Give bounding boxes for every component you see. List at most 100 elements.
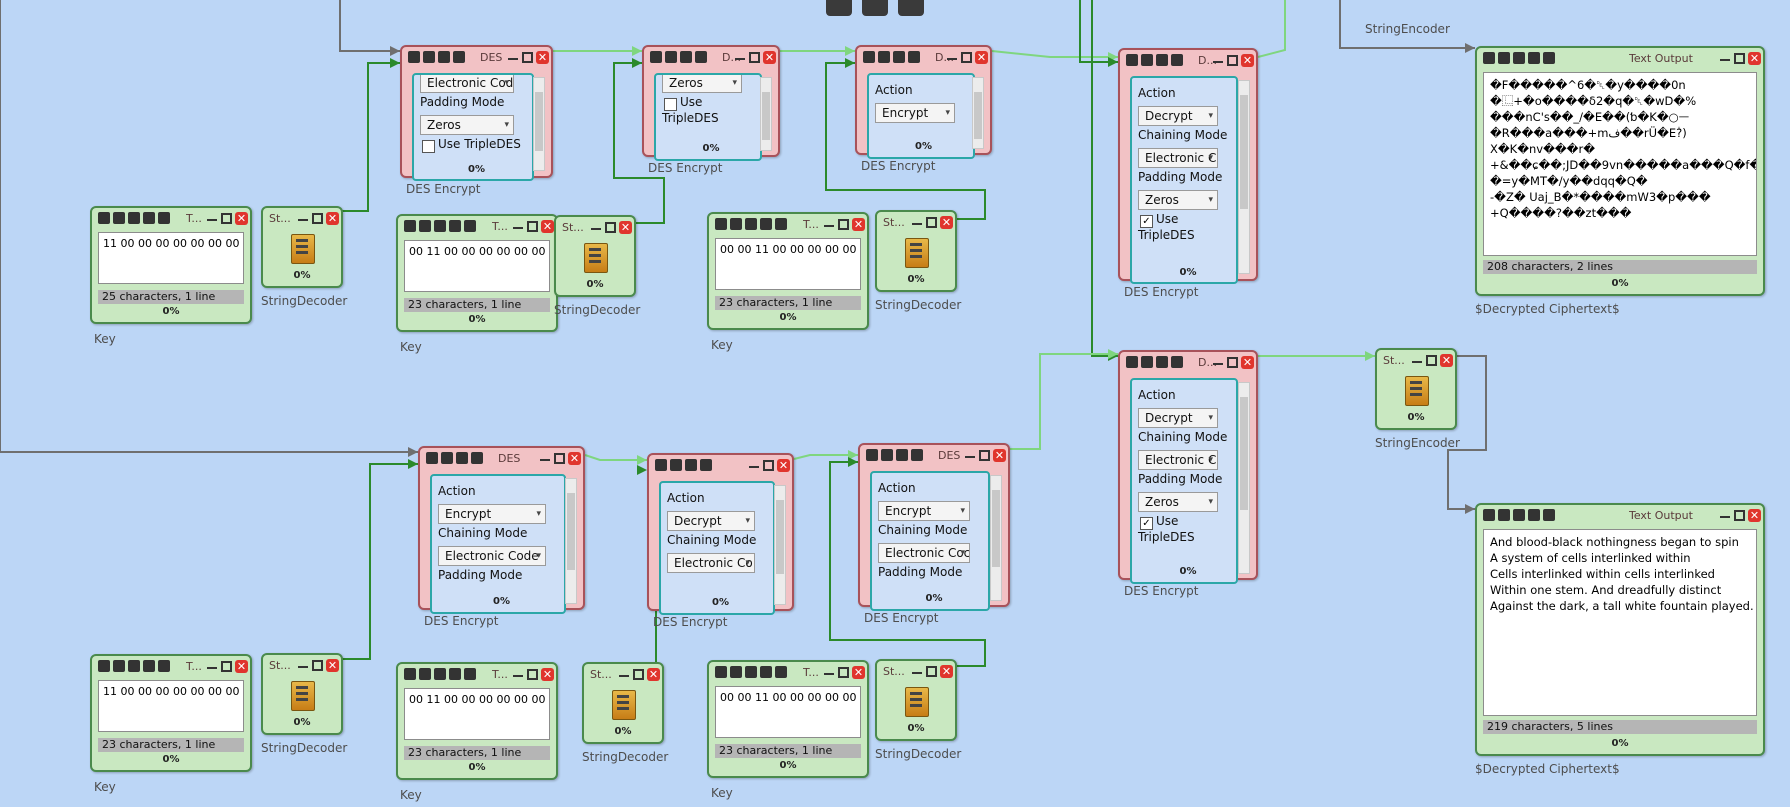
maximize-icon[interactable] [221,213,232,224]
scrollbar-thumb[interactable] [567,493,575,570]
image-icon[interactable] [775,218,787,230]
comment-icon[interactable] [898,0,924,16]
camera-icon[interactable] [862,0,888,16]
close-icon[interactable]: ✕ [777,459,790,472]
menu-icon[interactable] [1141,54,1153,66]
image-icon[interactable] [158,660,170,672]
clipboard-icon[interactable] [1513,52,1525,64]
dropdown-select[interactable]: Electronic Code▾ [438,546,546,566]
close-icon[interactable]: ✕ [536,51,549,64]
maximize-icon[interactable] [527,221,538,232]
menu-icon[interactable] [1498,509,1510,521]
maximize-icon[interactable] [838,219,849,230]
key-text-field[interactable]: 00 11 00 00 00 00 00 00 [404,240,550,292]
menu-icon[interactable] [441,452,453,464]
help-icon[interactable] [1528,52,1540,64]
settings-icon[interactable] [1126,356,1138,368]
scrollbar[interactable] [990,475,1002,601]
connector-arrow-icon[interactable] [408,447,418,457]
minimize-icon[interactable] [1720,53,1730,61]
close-icon[interactable]: ✕ [235,660,248,673]
connector-arrow-icon[interactable] [845,58,855,68]
minimize-icon[interactable] [947,52,957,60]
menu-icon[interactable] [881,449,893,461]
close-icon[interactable]: ✕ [1241,54,1254,67]
connector-arrow-icon[interactable] [848,450,858,460]
image-icon[interactable] [464,220,476,232]
node-title-bar[interactable]: St...✕ [265,657,339,677]
clipboard-icon[interactable] [745,218,757,230]
help-icon[interactable] [449,668,461,680]
minimize-icon[interactable] [1213,55,1223,63]
help-icon[interactable] [760,218,772,230]
node-title-bar[interactable]: T...✕ [711,216,865,236]
up-arrow-icon[interactable] [826,0,852,16]
maximize-icon[interactable] [926,217,937,228]
connector-arrow-icon[interactable] [632,58,642,68]
settings-icon[interactable] [1483,52,1495,64]
help-icon[interactable] [471,452,483,464]
menu-icon[interactable] [670,459,682,471]
maximize-icon[interactable] [522,52,533,63]
node-title-bar[interactable]: St...✕ [1379,352,1453,372]
maximize-icon[interactable] [763,460,774,471]
clipboard-icon[interactable] [1156,54,1168,66]
dropdown-select[interactable]: Electronic C▾ [1138,148,1218,168]
string-decoder-node[interactable]: St...✕0% [875,659,957,741]
node-title-bar[interactable]: T...✕ [400,218,554,238]
dropdown-select[interactable]: Electronic Code▾ [420,75,514,93]
scrollbar-thumb[interactable] [762,92,770,141]
connector-arrow-icon[interactable] [390,46,400,56]
output-text-area[interactable]: And blood-black nothingness began to spi… [1483,529,1757,716]
node-title-bar[interactable]: T...✕ [94,210,248,230]
string-decoder-node[interactable]: St...✕0% [261,653,343,735]
dropdown-select[interactable]: Electronic Coc▾ [878,543,970,563]
scrollbar[interactable] [533,77,545,171]
clipboard-icon[interactable] [456,452,468,464]
string-decoder-node[interactable]: St...✕0% [582,662,664,744]
minimize-icon[interactable] [912,666,922,674]
close-icon[interactable]: ✕ [763,51,776,64]
clipboard-icon[interactable] [1156,356,1168,368]
minimize-icon[interactable] [1412,355,1422,363]
node-title-bar[interactable]: DES✕ [862,447,1006,467]
minimize-icon[interactable] [912,217,922,225]
maximize-icon[interactable] [926,666,937,677]
dropdown-select[interactable]: Encrypt▾ [438,504,546,524]
maximize-icon[interactable] [633,669,644,680]
menu-icon[interactable] [423,51,435,63]
minimize-icon[interactable] [965,450,975,458]
minimize-icon[interactable] [1213,357,1223,365]
minimize-icon[interactable] [540,453,550,461]
node-title-bar[interactable]: ✕ [651,457,790,477]
triple-des-checkbox[interactable] [664,98,677,111]
menu-icon[interactable] [113,212,125,224]
settings-icon[interactable] [650,51,662,63]
node-title-bar[interactable]: D...✕ [1122,354,1254,374]
maximize-icon[interactable] [1227,357,1238,368]
close-icon[interactable]: ✕ [940,216,953,229]
clipboard-icon[interactable] [685,459,697,471]
minimize-icon[interactable] [824,219,834,227]
clipboard-icon[interactable] [438,51,450,63]
minimize-icon[interactable] [207,213,217,221]
scrollbar-thumb[interactable] [776,500,784,574]
minimize-icon[interactable] [824,667,834,675]
key-text-field[interactable]: 00 11 00 00 00 00 00 00 [404,688,550,740]
node-title-bar[interactable]: St...✕ [265,210,339,230]
menu-icon[interactable] [419,220,431,232]
settings-icon[interactable] [863,51,875,63]
node-title-bar[interactable]: DES✕ [404,49,549,69]
connector-arrow-icon[interactable] [637,465,647,475]
menu-icon[interactable] [878,51,890,63]
maximize-icon[interactable] [749,52,760,63]
close-icon[interactable]: ✕ [1748,509,1761,522]
node-title-bar[interactable]: Text Output✕ [1479,50,1761,70]
close-icon[interactable]: ✕ [541,220,554,233]
